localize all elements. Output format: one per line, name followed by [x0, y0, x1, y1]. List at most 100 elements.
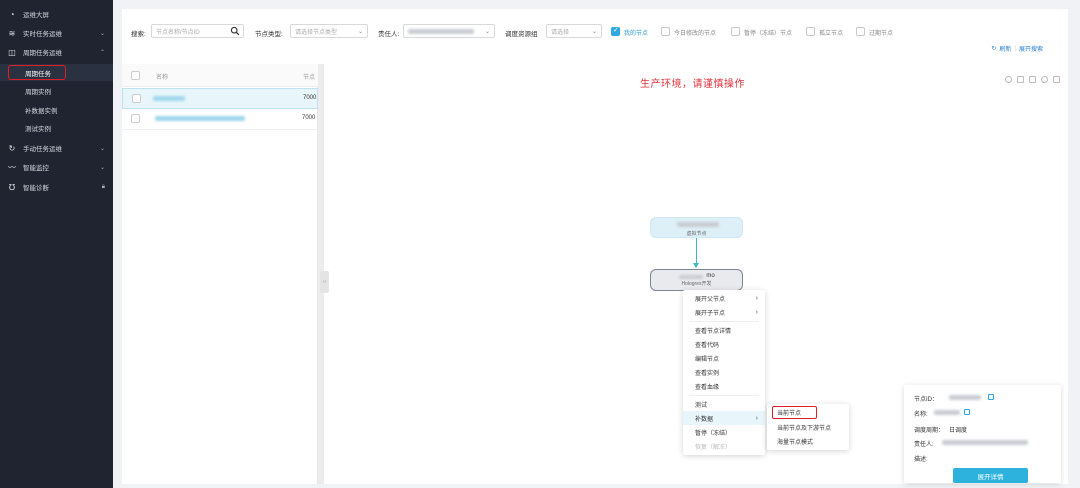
fullscreen-icon[interactable]	[1053, 76, 1060, 83]
calendar-icon: ◫	[8, 47, 16, 57]
group-select[interactable]: 请选择 ⌄	[546, 24, 602, 38]
my-nodes-label: 我的节点	[624, 31, 649, 37]
menu-item-label: 查看实例	[695, 370, 720, 377]
chevron-down-icon: ⌄	[99, 145, 105, 152]
menu-item-label: 展开子节点	[695, 310, 726, 317]
table-row[interactable]: 7000	[122, 88, 318, 109]
context-menu: 展开父节点› 展开子节点› 查看节点详情 查看代码 编辑节点 查看实例 查看血缘…	[683, 290, 765, 455]
isolated-checkbox[interactable]	[806, 27, 815, 36]
menu-item-edit-node[interactable]: 编辑节点	[683, 351, 765, 365]
row-node-id: 7000	[303, 95, 317, 101]
node-name-redacted	[679, 275, 703, 279]
row-name-redacted	[153, 96, 185, 101]
menu-divider	[689, 321, 759, 322]
menu-item-expand-parent[interactable]: 展开父节点›	[683, 291, 765, 305]
link-separator: |	[1014, 45, 1016, 52]
search-input[interactable]: 节点名称/节点ID	[151, 24, 244, 38]
node-sub-label: Hologres开发	[681, 281, 712, 287]
sidebar-sub-backfill-instance[interactable]: 补数据实例	[0, 101, 113, 118]
menu-item-view-code[interactable]: 查看代码	[683, 337, 765, 351]
menu-item-view-instance[interactable]: 查看实例	[683, 365, 765, 379]
menu-item-label: 暂停（冻结）	[695, 430, 732, 437]
detail-owner-label: 责任人:	[914, 442, 934, 448]
refresh-link[interactable]: 刷新	[999, 47, 1012, 53]
filter-links: ↻ 刷新 | 展开搜索	[991, 44, 1043, 54]
node-title: mo	[706, 273, 715, 279]
menu-item-expand-child[interactable]: 展开子节点›	[683, 305, 765, 319]
zoom-icon[interactable]	[1017, 76, 1024, 83]
chevron-down-icon: ⌄	[357, 29, 363, 35]
sidebar-sub-periodic-instance[interactable]: 周期实例	[0, 82, 113, 99]
type-select[interactable]: 请选择节点类型 ⌄	[290, 24, 368, 38]
dag-node-selected[interactable]: mo Hologres开发	[650, 269, 743, 291]
menu-item-label: 查看节点详情	[695, 328, 732, 335]
sidebar-item-manual[interactable]: ↻ 手动任务运维 ⌄	[0, 139, 113, 157]
group-label: 调度资源组	[505, 31, 538, 38]
copy-icon[interactable]	[988, 394, 994, 400]
isolated-label: 孤立节点	[819, 31, 844, 37]
sidebar-item-periodic[interactable]: ◫ 周期任务运维 ⌃	[0, 43, 113, 61]
col-name-header: 名称	[156, 75, 169, 81]
menu-item-label: 编辑节点	[695, 356, 720, 363]
expand-detail-button[interactable]: 展开详情	[953, 468, 1028, 483]
highlight-box	[772, 406, 817, 419]
panel-splitter[interactable]: ‹›	[320, 271, 329, 293]
menu-item-pause[interactable]: 暂停（冻结）	[683, 425, 765, 439]
select-all-checkbox[interactable]	[131, 71, 140, 80]
copy-icon[interactable]	[964, 409, 970, 415]
pie-chart-icon: ◔	[9, 9, 15, 19]
fit-icon[interactable]	[1005, 76, 1012, 83]
sidebar-item-label: 运维大屏	[23, 12, 49, 19]
expired-checkbox[interactable]	[856, 27, 865, 36]
my-nodes-checkbox[interactable]	[611, 26, 620, 36]
chevron-down-icon: ⌄	[99, 164, 105, 171]
menu-item-resume: 恢复（解冻）	[683, 439, 765, 453]
menu-item-view-lineage[interactable]: 查看血缘	[683, 379, 765, 393]
today-modified-checkbox[interactable]	[661, 27, 670, 36]
sidebar-item-monitor[interactable]: 〰 智能监控 ⌄	[0, 158, 113, 176]
filter-bar: 搜索: 节点名称/节点ID 节点类型: 请选择节点类型 ⌄ 责任人: ⌄ 调度资…	[122, 9, 1068, 63]
chevron-down-icon: ⌄	[99, 30, 105, 37]
submenu-item-current-and-downstream[interactable]: 当前节点及下游节点	[767, 421, 849, 434]
layout-icon[interactable]	[1029, 76, 1036, 83]
detail-cycle-value: 日调度	[949, 428, 968, 434]
search-icon[interactable]	[1041, 76, 1048, 83]
owner-select[interactable]: ⌄	[403, 24, 495, 38]
sidebar-item-realtime[interactable]: ≋ 实时任务运维 ⌄	[0, 24, 113, 42]
production-warning: 生产环境，请谨慎操作	[640, 79, 745, 90]
col-node-header: 节点	[303, 75, 316, 81]
sidebar-item-label: 实时任务运维	[23, 31, 62, 38]
table-row[interactable]: 7000	[122, 109, 318, 130]
pulse-icon: 〰	[8, 162, 16, 172]
sidebar-item-label: 手动任务运维	[23, 146, 62, 153]
row-checkbox[interactable]	[131, 114, 140, 123]
expand-search-link[interactable]: 展开搜索	[1018, 47, 1043, 53]
row-node-id: 7000	[302, 115, 316, 121]
row-checkbox[interactable]	[132, 94, 141, 103]
search-icon[interactable]	[230, 26, 240, 36]
sidebar-item-dashboard[interactable]: ◔ 运维大屏	[0, 5, 113, 23]
node-list: 名称 节点 7000 7000	[122, 64, 318, 484]
dag-node-parent[interactable]: 虚拟节点	[650, 217, 743, 238]
detail-cycle-label: 调度周期：	[914, 428, 945, 434]
dag-canvas[interactable]: 生产环境，请谨慎操作	[328, 64, 1068, 484]
chevron-down-icon: ⌄	[484, 29, 490, 35]
sidebar-sub-periodic-task[interactable]: 周期任务	[0, 64, 113, 81]
expired-label: 过期节点	[869, 31, 894, 37]
refresh-icon: ↻	[991, 46, 997, 52]
sidebar-sub-label: 周期实例	[25, 88, 51, 96]
paused-checkbox[interactable]	[731, 27, 740, 36]
submenu-item-current-node[interactable]: 当前节点	[767, 406, 849, 419]
sidebar-sub-test-instance[interactable]: 测试实例	[0, 119, 113, 136]
list-header: 名称 节点	[122, 64, 318, 87]
submenu-item-massive-mode[interactable]: 海量节点模式	[767, 435, 849, 448]
sidebar-item-label: 智能诊断	[23, 185, 49, 192]
menu-item-backfill[interactable]: 补数据›	[683, 411, 765, 425]
node-name-redacted	[677, 222, 719, 227]
menu-item-test[interactable]: 测试	[683, 397, 765, 411]
detail-owner-redacted	[942, 440, 1028, 445]
sidebar-item-diagnosis[interactable]: ℧ 智能诊断 🔒︎	[0, 178, 113, 196]
group-placeholder: 请选择	[551, 29, 570, 36]
menu-item-view-detail[interactable]: 查看节点详情	[683, 323, 765, 337]
stream-icon: ≋	[8, 28, 16, 38]
